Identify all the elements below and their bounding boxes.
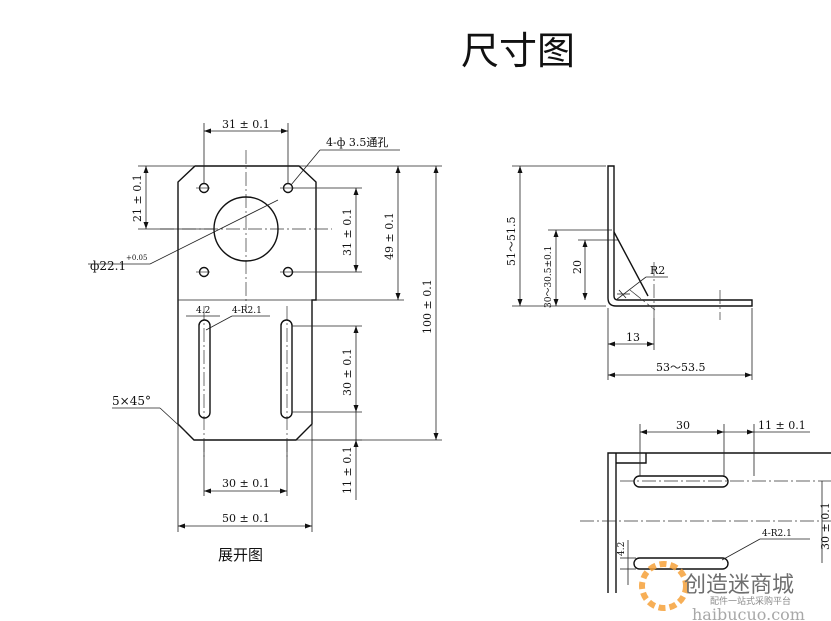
dim-total-height: 100 ± 0.1	[421, 279, 434, 334]
dim-chamfer: 5×45°	[112, 394, 151, 408]
watermark: 创造迷商城 配件一站式采购平台 haibucuo.com	[639, 561, 805, 621]
dim-bend-radius: R2	[650, 264, 665, 277]
dim-bottom-slot-radius: 4-R2.1	[762, 529, 792, 539]
dim-slot-radius: 4-R2.1	[232, 306, 262, 316]
dim-holes: 4-ф 3.5通孔	[326, 136, 388, 149]
bottom-view: 30 11 ± 0.1 4-R2.1 4.2 30 ± 0.1	[580, 419, 831, 593]
dim-upper-height: 49 ± 0.1	[383, 212, 396, 260]
bottom-outline	[607, 452, 831, 593]
dim-width: 50 ± 0.1	[222, 512, 270, 525]
dim-bottom-slot-width: 4.2	[617, 542, 627, 556]
dim-bottom-slot-spacing: 30 ± 0.1	[819, 502, 831, 550]
flat-view-caption: 展开图	[218, 546, 263, 564]
page-title: 尺寸图	[461, 29, 575, 73]
watermark-tagline: 配件一站式采购平台	[710, 595, 791, 607]
side-profile	[607, 165, 753, 307]
slot-right	[280, 319, 293, 419]
gusset-edge	[613, 231, 649, 297]
dim-top-width: 31 ± 0.1	[222, 118, 270, 131]
dim-hole-spacing: 31 ± 0.1	[341, 208, 354, 256]
slot-left	[198, 319, 211, 419]
flat-view: 31 ± 0.1 4-ф 3.5通孔 21 ± 0.1 ф22.1 +0.05 …	[88, 118, 442, 564]
dim-bottom-slot-len: 30	[676, 419, 690, 432]
dim-center-bore: ф22.1	[90, 259, 126, 273]
dim-side-height: 51～51.5	[505, 217, 518, 267]
dim-edge-offset: 11 ± 0.1	[758, 419, 806, 432]
dim-bottom-offset: 11 ± 0.1	[341, 446, 354, 494]
dim-left-height: 21 ± 0.1	[131, 174, 144, 222]
side-view: 51～51.5 30～30.5±0.1 20 R2 13 53～53.5	[505, 165, 753, 380]
flat-outline	[177, 165, 317, 441]
dim-gusset-height: 30～30.5±0.1	[544, 246, 554, 308]
dim-slot-width: 4.2	[196, 306, 210, 316]
bottom-slot-top	[633, 475, 729, 488]
dim-base-length: 53～53.5	[656, 361, 706, 374]
gear-logo-icon	[639, 561, 689, 611]
dim-slot-spacing: 30 ± 0.1	[222, 477, 270, 490]
bottom-slot-bottom	[633, 557, 729, 570]
watermark-brand: 创造迷商城	[684, 573, 794, 598]
dim-gusset-base: 13	[626, 331, 640, 344]
dim-gusset: 20	[571, 260, 584, 274]
watermark-url: haibucuo.com	[692, 605, 805, 621]
dim-slot-length: 30 ± 0.1	[341, 348, 354, 396]
dim-center-bore-tol: +0.05	[126, 254, 147, 262]
